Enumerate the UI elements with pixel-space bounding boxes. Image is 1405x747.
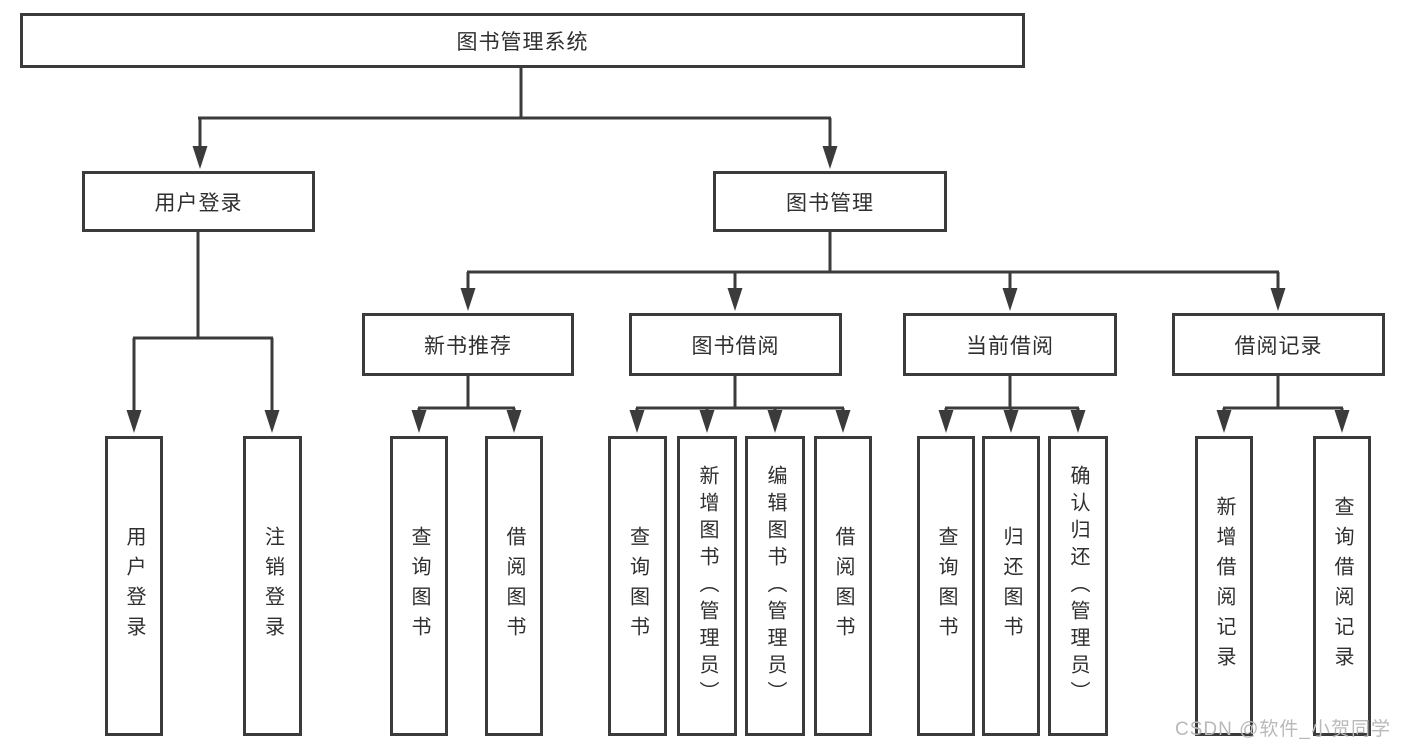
edge-user-login-children	[126, 232, 280, 433]
csdn-watermark: CSDN @软件_小贺同学	[1175, 719, 1391, 740]
node-user-login: 用户登录	[82, 171, 315, 232]
node-label: 查询图书	[408, 526, 430, 646]
arrowhead	[835, 410, 851, 433]
node-borrow-record: 借阅记录	[1172, 313, 1385, 376]
node-label: 当前借阅	[966, 334, 1054, 358]
edge-current-borrow-children	[938, 376, 1086, 433]
leaf-user-login: 用户登录	[105, 436, 163, 736]
arrowhead	[727, 288, 743, 311]
arrowhead	[460, 288, 476, 311]
edge-new-book-children	[411, 376, 522, 433]
edge-book-mgmt-children	[460, 232, 1286, 311]
arrowhead	[1216, 410, 1232, 433]
leaf-borrow-book-recommend: 借阅图书	[485, 436, 543, 736]
arrowhead	[1003, 410, 1019, 433]
node-label: 新增图书（管理员）	[696, 464, 718, 708]
arrowhead	[822, 146, 838, 169]
node-label: 借阅图书	[832, 526, 854, 646]
edge-book-borrow-children	[629, 376, 851, 433]
leaf-add-borrow-record: 新增借阅记录	[1195, 436, 1253, 736]
node-label: 编辑图书（管理员）	[764, 464, 786, 708]
arrowhead	[264, 410, 280, 433]
leaf-borrow-book: 借阅图书	[814, 436, 872, 736]
node-label: 图书借阅	[691, 334, 780, 358]
arrowhead	[1070, 410, 1086, 433]
arrowhead	[1270, 288, 1286, 311]
node-label: 用户登录	[123, 526, 145, 646]
node-label: 图书管理系统	[456, 30, 589, 54]
node-current-borrow: 当前借阅	[903, 313, 1117, 376]
arrowhead	[629, 410, 645, 433]
node-new-book-recommend: 新书推荐	[362, 313, 574, 376]
node-label: 新增借阅记录	[1213, 496, 1235, 676]
leaf-query-book-current: 查询图书	[917, 436, 975, 736]
node-label: 注销登录	[261, 526, 284, 646]
node-label: 图书管理	[786, 191, 874, 215]
leaf-logout: 注销登录	[243, 436, 302, 736]
leaf-edit-book-admin: 编辑图书（管理员）	[745, 436, 805, 736]
edge-root-to-level2	[192, 68, 838, 169]
leaf-query-book-borrow: 查询图书	[608, 436, 667, 736]
arrowhead	[506, 410, 522, 433]
arrowhead	[767, 410, 783, 433]
node-library-system: 图书管理系统	[20, 13, 1025, 68]
arrowhead	[126, 410, 142, 433]
arrowhead	[411, 410, 427, 433]
node-label: 查询图书	[626, 526, 649, 646]
node-book-management: 图书管理	[713, 171, 947, 232]
leaf-confirm-return-admin: 确认归还（管理员）	[1048, 436, 1108, 736]
node-label: 确认归还（管理员）	[1067, 464, 1089, 708]
node-label: 借阅图书	[503, 526, 525, 646]
leaf-query-borrow-record: 查询借阅记录	[1313, 436, 1371, 736]
node-book-borrow: 图书借阅	[629, 313, 842, 376]
node-label: 新书推荐	[424, 334, 512, 358]
arrowhead	[938, 410, 954, 433]
arrowhead	[699, 410, 715, 433]
leaf-query-book-recommend: 查询图书	[390, 436, 448, 736]
edge-borrow-record-children	[1216, 376, 1350, 433]
node-label: 查询借阅记录	[1331, 496, 1353, 676]
node-label: 借阅记录	[1234, 334, 1323, 358]
arrowhead	[192, 146, 208, 169]
node-label: 用户登录	[154, 191, 243, 215]
arrowhead	[1002, 288, 1018, 311]
node-label: 归还图书	[1000, 526, 1022, 646]
leaf-return-book: 归还图书	[982, 436, 1040, 736]
arrowhead	[1334, 410, 1350, 433]
leaf-add-book-admin: 新增图书（管理员）	[677, 436, 737, 736]
node-label: 查询图书	[935, 526, 957, 646]
